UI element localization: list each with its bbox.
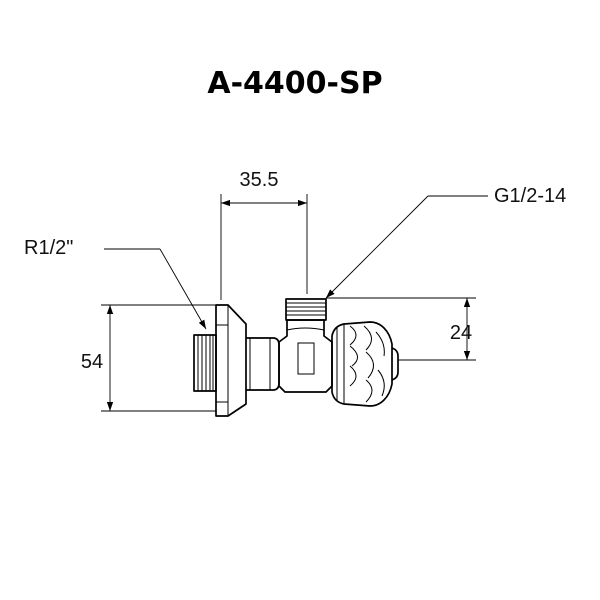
valve-handle bbox=[331, 321, 399, 407]
valve-body bbox=[193, 298, 399, 417]
dimension-offset: 24 bbox=[326, 297, 476, 361]
dimension-width-label: 35.5 bbox=[240, 169, 279, 191]
inlet-thread-callout: R1/2" bbox=[24, 237, 207, 330]
drawing-title: A-4400-SP bbox=[207, 66, 382, 101]
outlet-thread-callout: G1/2-14 bbox=[325, 185, 566, 299]
valve-neck bbox=[246, 337, 280, 391]
outlet-thread bbox=[285, 298, 327, 321]
dimension-height-label: 54 bbox=[81, 351, 103, 373]
main-body bbox=[278, 319, 333, 393]
outlet-thread-label: G1/2-14 bbox=[494, 185, 566, 207]
inlet-nipple bbox=[193, 334, 217, 392]
dimension-width: 35.5 bbox=[220, 169, 308, 300]
inlet-thread-label: R1/2" bbox=[24, 237, 73, 259]
dimension-height: 54 bbox=[81, 304, 216, 412]
flange bbox=[215, 304, 247, 417]
dimension-offset-label: 24 bbox=[450, 322, 472, 344]
